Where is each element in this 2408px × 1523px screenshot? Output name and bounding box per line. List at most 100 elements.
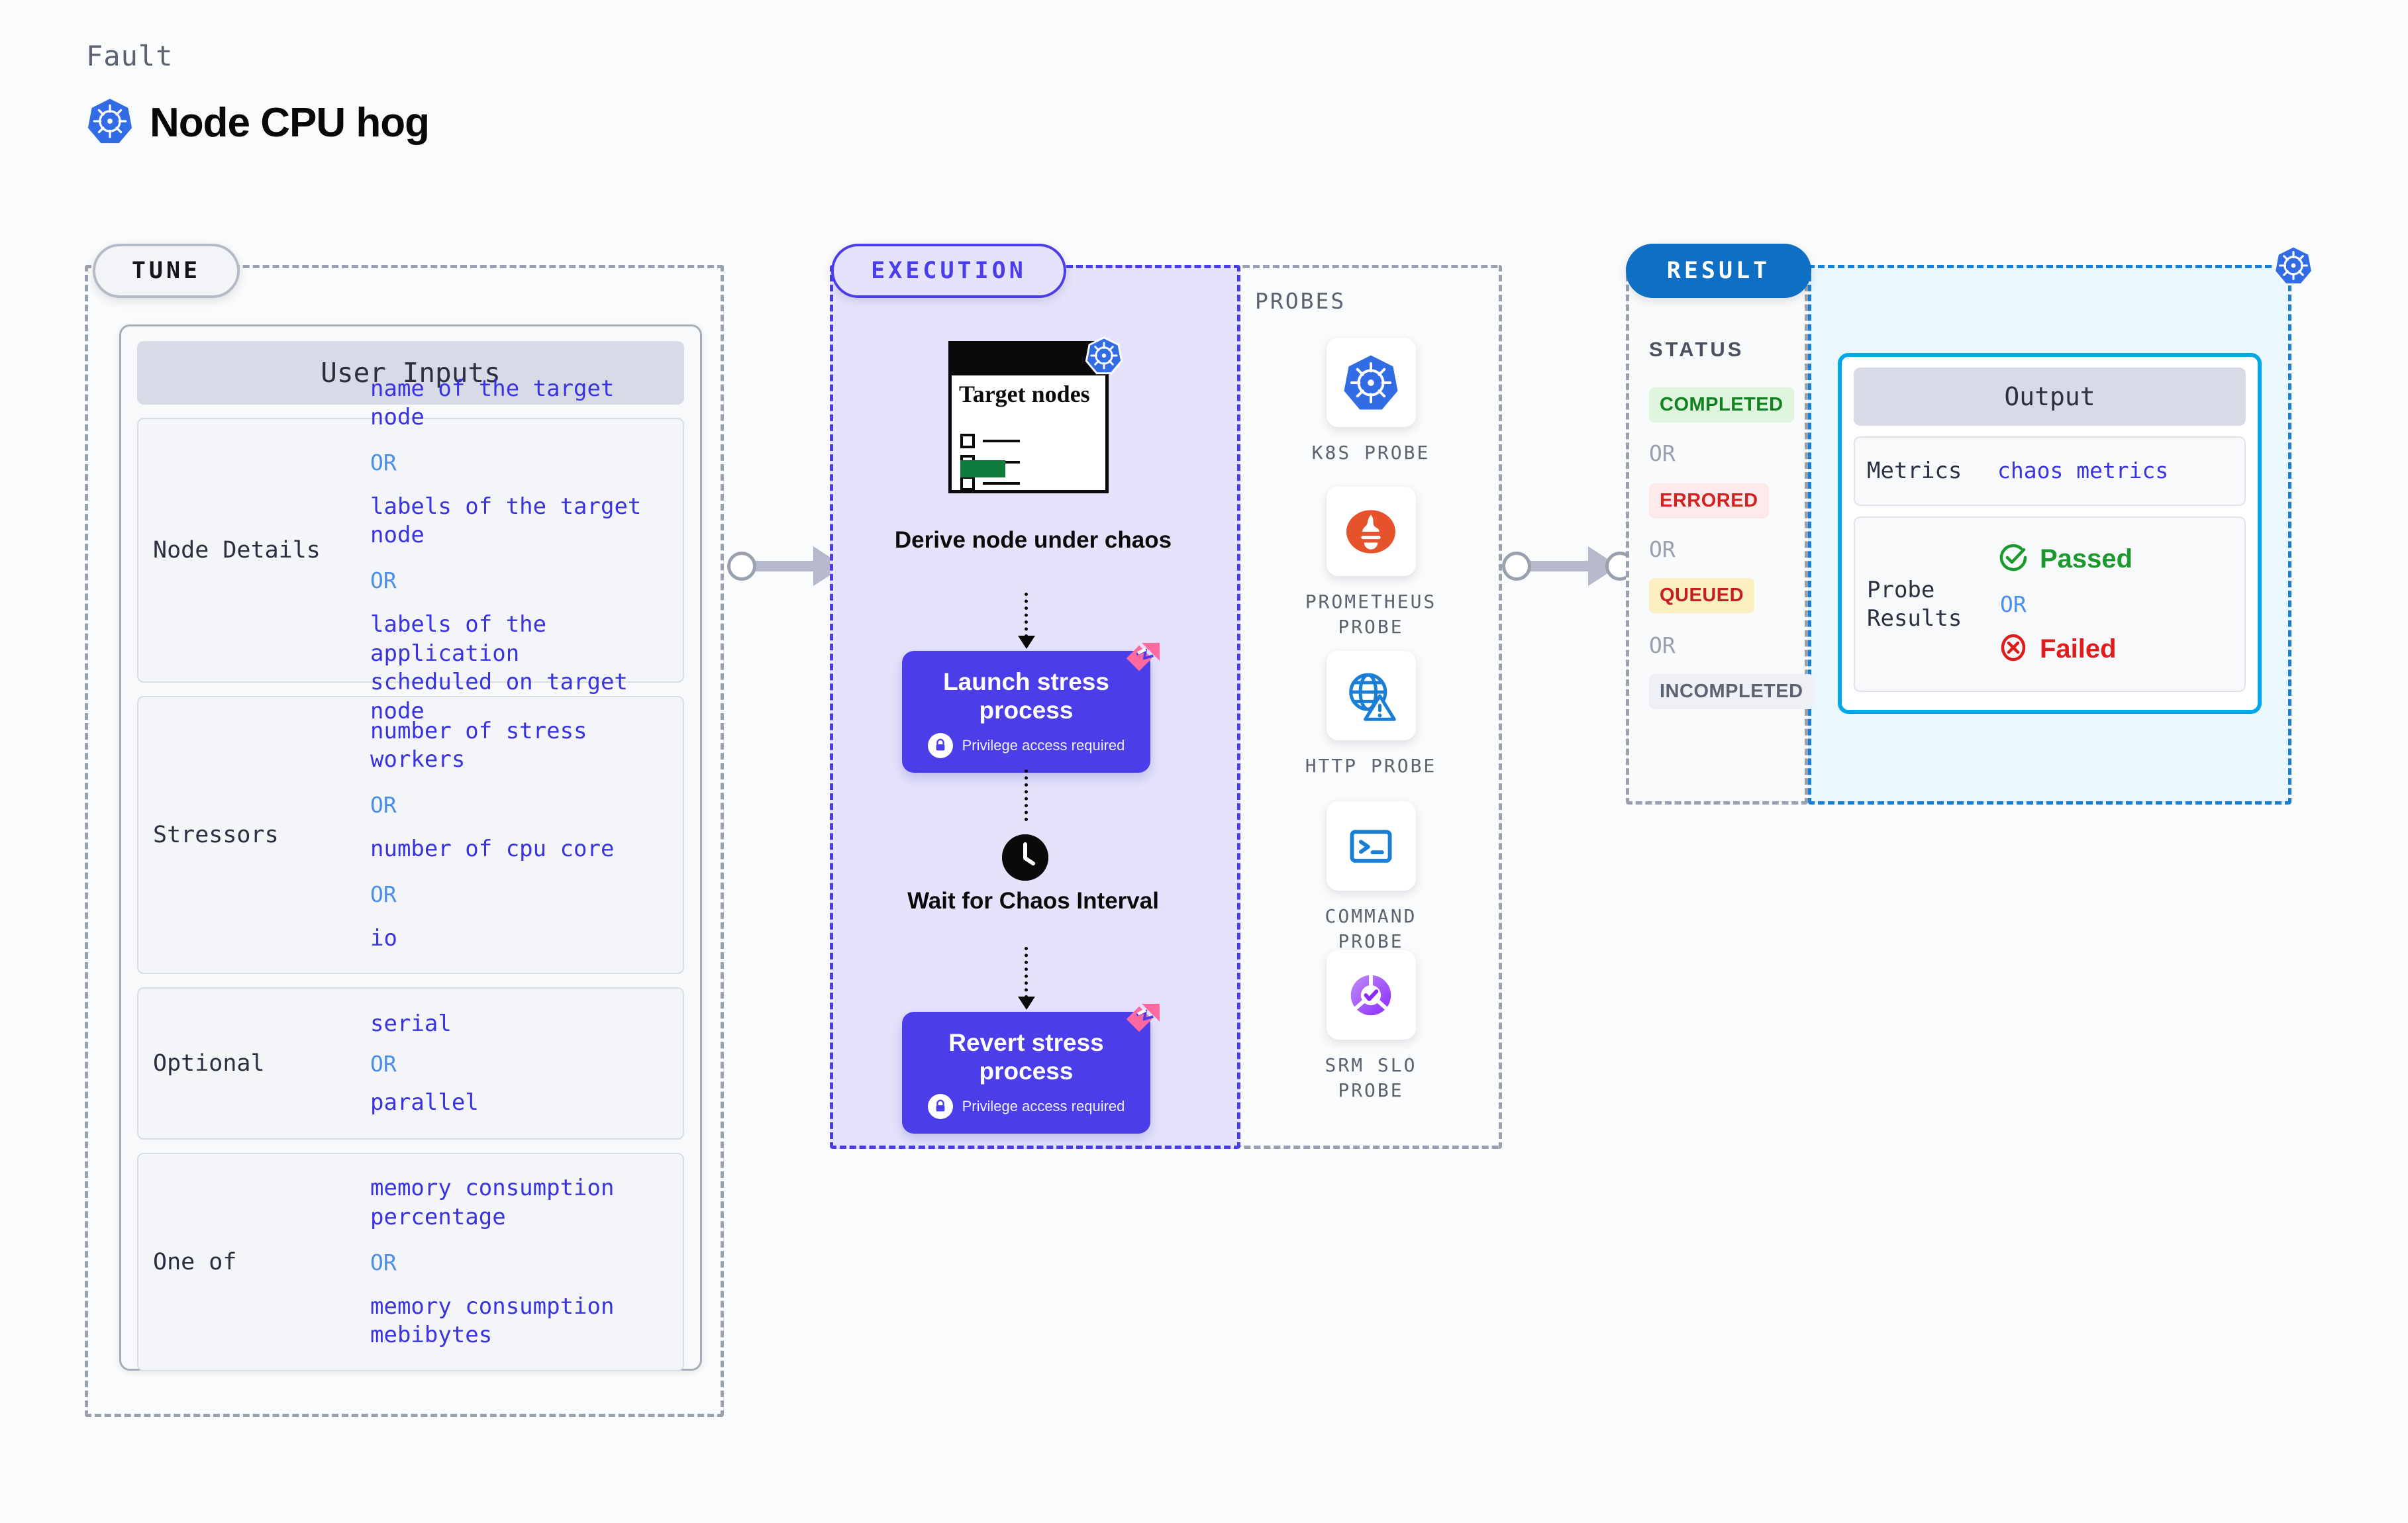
connector-start-dot [1502,552,1531,581]
step-title: Revert stress process [948,1029,1104,1085]
status-badge-completed: COMPLETED [1649,387,1794,422]
kubernetes-icon [86,97,134,148]
flow-arrow-head-icon [1018,997,1035,1010]
row-label: Stressors [153,822,279,848]
terminal-icon [1326,801,1416,891]
target-nodes-document-icon: Target nodes [948,341,1109,493]
value-text: io [370,924,397,952]
connector-bar [1517,561,1603,571]
value-text: parallel [370,1089,479,1116]
probe-result-failed: Failed [1997,632,2244,667]
row-values: Passed OR Failed [1997,542,2244,667]
value-text: labels of the application scheduled on t… [370,611,628,724]
kubernetes-icon [2273,245,2314,289]
value-text: memory consumption percentage [370,1175,615,1230]
input-row-optional: Optional serial OR parallel [137,987,684,1140]
fault-title-row: Node CPU hog [86,97,430,148]
probe-srm-slo[interactable]: SRM SLO PROBE [1305,950,1437,1103]
probes-region [1240,265,1502,1149]
x-circle-icon [1997,632,2029,667]
probe-label: HTTP PROBE [1305,755,1437,777]
connector-execution-to-result [1502,546,1634,586]
check-circle-icon [1997,542,2029,577]
kubernetes-icon [1085,336,1123,378]
row-values: memory consumption percentage OR memory … [370,1174,683,1350]
or-separator: OR [1649,536,1676,562]
or-separator: OR [1649,440,1676,466]
or-separator: OR [370,449,397,475]
row-values: chaos metrics [1997,457,2244,485]
status-badge-incompleted: INCOMPLETED [1649,674,1814,709]
result-pill-label: RESULT [1626,244,1811,298]
input-row-node-details: Node Details name of the target node OR … [137,375,684,724]
output-row-metrics: Metrics chaos metrics [1854,436,2246,506]
probe-prometheus[interactable]: PROMETHEUS PROBE [1305,487,1437,640]
fault-kicker: Fault [86,40,174,72]
wait-for-chaos-caption: Wait for Chaos Interval [907,888,1159,914]
or-separator: OR [370,792,397,818]
tune-region [85,265,724,1417]
value-text: name of the target node [370,375,615,431]
output-card: Output Metrics chaos metrics Probe Resul… [1838,353,2262,714]
value-text: number of stress workers [370,717,587,773]
or-separator: OR [1649,632,1676,658]
tune-pill-label: TUNE [93,244,240,298]
page-title: Node CPU hog [150,100,430,146]
privilege-text: Privilege access required [962,736,1125,754]
failed-text: Failed [2040,634,2117,663]
value-text: number of cpu core [370,836,615,862]
metrics-value: chaos metrics [1997,458,2169,484]
privilege-note: Privilege access required [902,1086,1150,1134]
or-separator: OR [370,1249,397,1275]
flow-arrow-line [1025,769,1028,821]
output-row-probe-results: Probe Results Passed OR [1854,516,2246,692]
row-values: number of stress workers OR number of cp… [370,717,683,953]
or-separator: OR [370,1050,397,1077]
flow-arrow-line [1025,593,1028,638]
probe-label: PROMETHEUS PROBE [1305,591,1437,638]
probe-label: COMMAND PROBE [1325,905,1417,952]
value-text: serial [370,1010,452,1037]
probes-section-label: PROBES [1255,288,1346,314]
probe-command[interactable]: COMMAND PROBE [1305,801,1437,954]
privilege-note: Privilege access required [902,725,1150,773]
value-text: labels of the target node [370,493,642,549]
status-section-label: STATUS [1649,338,1744,361]
passed-text: Passed [2040,544,2133,573]
execution-pill-label: EXECUTION [831,244,1066,298]
row-values: name of the target node OR labels of the… [370,375,683,726]
probe-label: K8S PROBE [1311,442,1430,464]
output-title: Output [1854,368,2246,426]
page-header: Fault Node CPU hog [86,40,430,148]
row-label: Node Details [153,537,321,564]
doc-title: Target nodes [959,381,1090,407]
litmus-chaos-icon [1126,1003,1160,1032]
status-badge-queued: QUEUED [1649,578,1755,613]
flow-arrow-line [1025,947,1028,999]
launch-stress-process-step[interactable]: Launch stress process Privilege access r… [902,642,1160,773]
probe-result-passed: Passed [1997,542,2244,577]
globe-warning-icon [1326,651,1416,740]
user-inputs-card: User Inputs Node Details name of the tar… [119,324,702,1371]
lock-icon [927,732,953,758]
revert-stress-process-step[interactable]: Revert stress process Privilege access r… [902,1003,1160,1134]
probe-http[interactable]: HTTP PROBE [1305,651,1437,779]
litmus-chaos-icon [1126,642,1160,671]
user-inputs-title: User Inputs [137,341,684,405]
value-text: memory consumption mebibytes [370,1293,615,1349]
row-label: Probe Results [1867,577,1962,632]
kubernetes-icon [1326,338,1416,427]
input-row-one-of: One of memory consumption percentage OR … [137,1153,684,1371]
or-separator: OR [370,881,397,907]
derive-node-caption: Derive node under chaos [894,527,1172,553]
connector-start-dot [727,552,756,581]
row-label: Metrics [1867,458,1962,485]
probe-k8s[interactable]: K8S PROBE [1305,338,1437,466]
input-row-stressors: Stressors number of stress workers OR nu… [137,696,684,974]
row-values: serial OR parallel [370,1010,683,1117]
result-status-region [1626,265,1808,805]
doc-progress-bar [960,460,1005,477]
privilege-text: Privilege access required [962,1097,1125,1114]
step-title: Launch stress process [943,668,1109,724]
status-badge-errored: ERRORED [1649,483,1769,518]
